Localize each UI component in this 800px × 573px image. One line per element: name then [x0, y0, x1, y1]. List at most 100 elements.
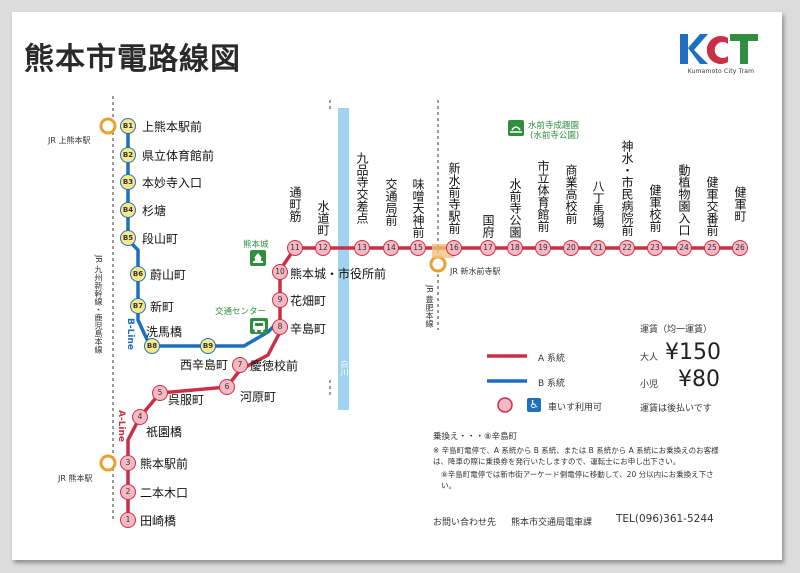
station-name-a12: 水道町: [316, 200, 330, 236]
station-name-a8: 辛島町: [290, 322, 327, 336]
station-marker-a15: 15: [410, 240, 426, 256]
route-map-card: [12, 12, 782, 560]
legend-a-line: A 系統: [538, 354, 566, 364]
station-marker-b5: B5: [120, 230, 136, 246]
station-name-a3: 熊本駅前: [140, 457, 189, 471]
station-marker-a13: 13: [354, 240, 370, 256]
jr-kami-kumamoto-label: JR 上熊本駅: [48, 136, 91, 145]
station-name-b7: 新町: [150, 300, 175, 314]
station-marker-a26: 26: [732, 240, 748, 256]
kct-logo-icon: [680, 34, 758, 64]
shirakawa-river: [338, 108, 349, 410]
station-name-b3: 本妙寺入口: [142, 176, 203, 190]
station-marker-a7: 7: [232, 357, 248, 373]
bus-center-label: 交通センター: [215, 307, 267, 317]
station-name-a25: 健軍交番前: [705, 176, 719, 236]
station-name-a11: 通町筋: [288, 186, 302, 222]
station-name-b5: 段山町: [142, 232, 179, 246]
castle-icon: [250, 250, 266, 266]
station-marker-a23: 23: [647, 240, 663, 256]
adult-label: 大人: [640, 353, 659, 363]
child-label: 小児: [640, 380, 659, 390]
contact-tel: TEL(096)361-5244: [616, 513, 714, 525]
logo-subtitle: Kumamoto City Tram: [687, 68, 755, 75]
jr-kami-kumamoto-marker: [99, 117, 117, 135]
transfer-note-1: ※ 辛島町電停で、A 系統から B 系統、または B 系統から A 系統にお乗換…: [433, 446, 719, 466]
station-name-a26: 健軍町: [733, 186, 747, 222]
wheelchair-icon: ♿: [527, 398, 541, 412]
child-fare: ¥80: [678, 367, 720, 392]
station-marker-a18: 18: [507, 240, 523, 256]
station-marker-b3: B3: [120, 174, 136, 190]
jr-kagoshima-line-label: JR 九州新幹線・鹿児島本線: [94, 255, 103, 354]
bus-icon: [250, 318, 268, 334]
station-name-a7: 慶徳校前: [250, 359, 299, 373]
river-label: 白川: [340, 360, 349, 376]
station-name-a2: 二本木口: [140, 486, 189, 500]
station-marker-a17: 17: [480, 240, 496, 256]
station-name-a22: 神水・市民病院前: [620, 140, 634, 236]
station-marker-b7: B7: [130, 298, 146, 314]
station-marker-a8: 8: [272, 319, 288, 335]
station-marker-a22: 22: [619, 240, 635, 256]
wheelchair-legend-marker: [497, 397, 513, 413]
legend-wheelchair: 車いす利用可: [548, 403, 603, 413]
station-name-b8: 洗馬橋: [146, 325, 183, 339]
station-name-a14: 交通局前: [384, 178, 398, 226]
jr-kumamoto-label: JR 熊本駅: [58, 474, 93, 483]
page-title: 熊本市電路線図: [24, 42, 241, 77]
legend-b-line: B 系統: [538, 379, 566, 389]
station-name-a18: 水前寺公園: [508, 178, 522, 238]
station-name-a13: 九品寺交差点: [355, 152, 369, 224]
station-marker-b2: B2: [120, 147, 136, 163]
station-name-a19: 市立体育館前: [536, 160, 550, 232]
station-name-a5: 呉服町: [168, 393, 205, 407]
station-name-a20: 商業高校前: [564, 164, 578, 224]
station-marker-a21: 21: [590, 240, 606, 256]
station-name-a17: 国府: [481, 214, 495, 238]
station-name-a24: 動植物園入口: [677, 164, 691, 236]
station-name-a23: 健軍校前: [648, 184, 662, 232]
station-marker-a14: 14: [383, 240, 399, 256]
station-name-b6: 蔚山町: [150, 268, 187, 282]
station-name-a15: 味噌天神前: [411, 178, 425, 238]
station-name-a10: 熊本城・市役所前: [290, 267, 387, 281]
station-marker-b8: B8: [144, 338, 160, 354]
kct-logo: [678, 30, 762, 82]
castle-label: 熊本城: [243, 240, 269, 250]
garden-icon: [508, 120, 524, 136]
station-name-b4: 杉塘: [142, 204, 167, 218]
station-marker-b6: B6: [130, 266, 146, 282]
station-marker-a4: 4: [132, 409, 148, 425]
station-name-b2: 県立体育館前: [142, 149, 215, 163]
fare-title: 運賃（均一運賃）: [640, 325, 713, 335]
station-marker-a20: 20: [563, 240, 579, 256]
transfer-title: 乗換え・・・⑧辛島町: [433, 432, 518, 442]
station-name-b9: 西辛島町: [180, 358, 229, 372]
station-marker-a16: 16: [446, 240, 462, 256]
garden-label-1: 水前寺成趣園: [528, 121, 580, 131]
transfer-note-2: ⑧辛島町電停では新市街アーケード側電停に移動して、20 分以内にお乗換え下さい。: [441, 470, 714, 490]
station-marker-a10: 10: [272, 264, 288, 280]
station-marker-a1: 1: [120, 512, 136, 528]
station-name-a6: 河原町: [240, 390, 277, 404]
contact-office: 熊本市交通局電車課: [511, 518, 593, 528]
a-line-label: A-Line: [116, 410, 126, 443]
station-marker-a6: 6: [219, 379, 235, 395]
station-marker-a11: 11: [287, 240, 303, 256]
station-marker-a5: 5: [152, 385, 168, 401]
jr-shin-suizenji-marker: [429, 255, 447, 273]
station-marker-a25: 25: [704, 240, 720, 256]
station-marker-a3: 3: [120, 455, 136, 471]
station-marker-a12: 12: [315, 240, 331, 256]
station-name-a1: 田崎橋: [140, 514, 177, 528]
station-marker-a19: 19: [535, 240, 551, 256]
station-marker-b1: B1: [120, 118, 136, 134]
adult-fare: ¥150: [665, 340, 721, 365]
station-name-a9: 花畑町: [290, 294, 327, 308]
station-marker-a2: 2: [120, 484, 136, 500]
station-name-a16: 新水前寺駅前: [447, 162, 461, 234]
station-marker-b9: B9: [200, 338, 216, 354]
station-marker-a9: 9: [272, 292, 288, 308]
jr-hohi-line-label: JR 豊肥本線: [425, 285, 434, 328]
